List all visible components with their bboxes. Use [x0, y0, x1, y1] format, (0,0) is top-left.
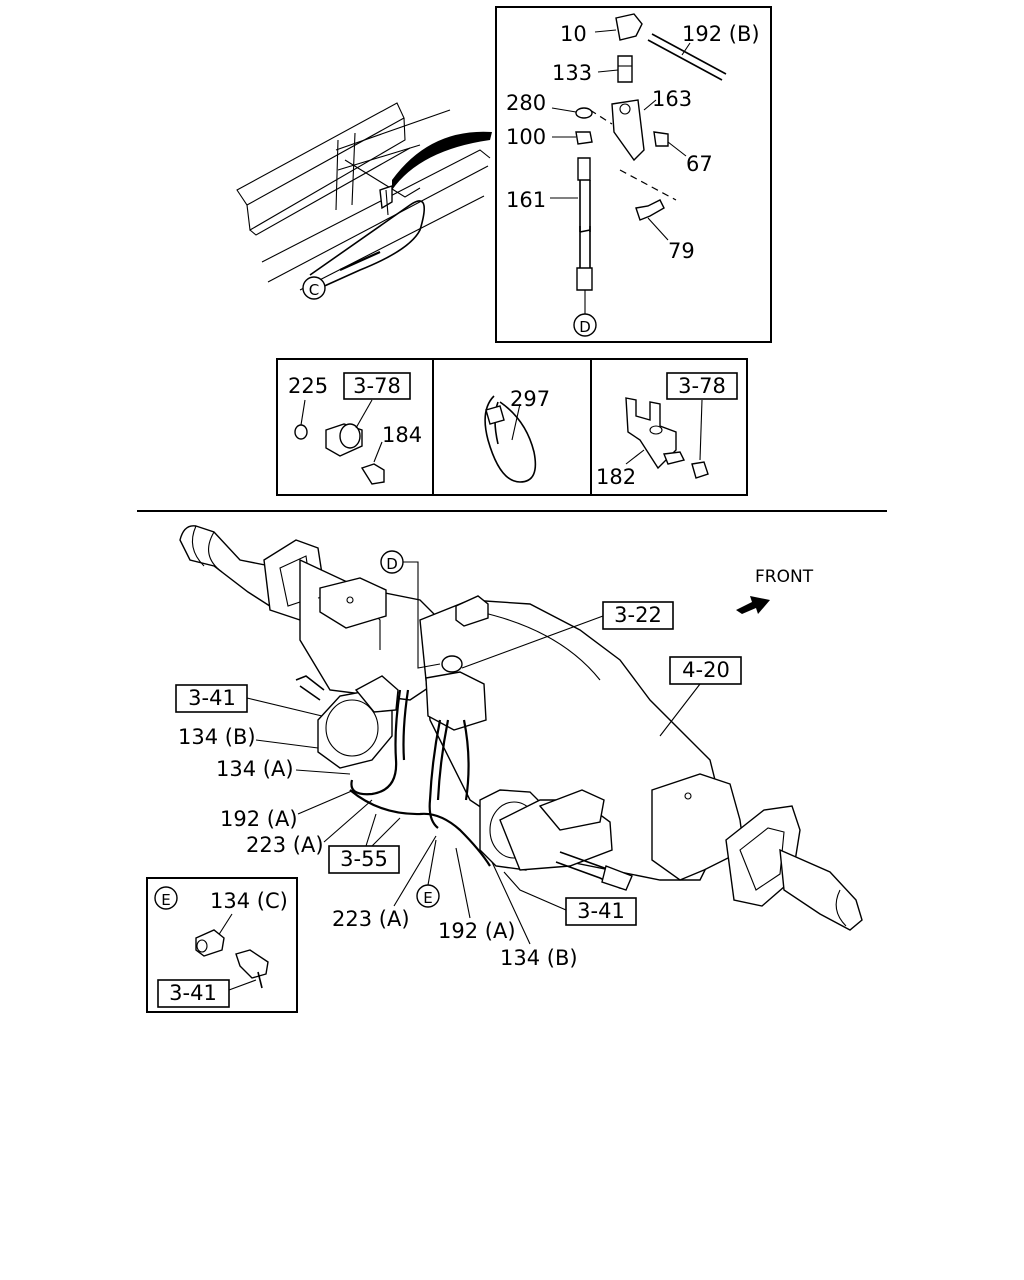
- label-79: 79: [668, 239, 695, 263]
- callout-c-circle: [302, 276, 326, 300]
- front-indicator: FRONT: [736, 567, 814, 614]
- svg-text:3-41: 3-41: [188, 686, 236, 710]
- label-161: 161: [506, 188, 546, 212]
- panel-row: 225 3-78 184 297 3-78: [276, 358, 748, 496]
- main-callout-d: D: [380, 550, 441, 669]
- label-134b-left: 134 (B): [178, 725, 256, 749]
- svg-text:3-41: 3-41: [577, 899, 625, 923]
- ref-3-41-top: 3-41: [175, 684, 323, 717]
- ref-3-78-right: 3-78: [678, 374, 726, 398]
- bracket-182: [625, 397, 677, 470]
- cable-tie-297: [484, 395, 537, 483]
- ref-3-41-bottom: 3-41: [503, 871, 637, 926]
- label-134c: 134 (C): [210, 889, 288, 913]
- label-192a-left: 192 (A): [220, 807, 298, 831]
- label-192a-bottom: 192 (A): [438, 919, 516, 943]
- svg-text:4-20: 4-20: [682, 658, 730, 682]
- callout-d-circle: [573, 313, 597, 337]
- frame-view: C: [236, 102, 492, 300]
- elbow-fitting-10: [615, 13, 643, 41]
- nut-67: [653, 131, 669, 147]
- label-134a-left: 134 (A): [216, 757, 294, 781]
- ref-3-41-e: 3-41: [169, 981, 217, 1005]
- panel-left: 225 3-78 184: [288, 372, 422, 485]
- connector-133: [617, 55, 633, 83]
- front-arrow-icon: [736, 596, 770, 614]
- fitting-134c: [195, 929, 225, 957]
- label-280: 280: [506, 91, 546, 115]
- label-192b: 192 (B): [682, 22, 760, 46]
- svg-text:3-55: 3-55: [340, 847, 388, 871]
- svg-text:3-22: 3-22: [614, 603, 662, 627]
- label-134b-bottom: 134 (B): [500, 946, 578, 970]
- washer-280: [575, 107, 593, 119]
- axle-assembly: [179, 525, 863, 931]
- bracket-163: [611, 99, 645, 162]
- tube-192b: [647, 33, 727, 81]
- nut-225: [294, 424, 308, 440]
- label-297: 297: [510, 387, 550, 411]
- ref-box-3-78-left: [343, 372, 411, 400]
- label-182: 182: [596, 465, 636, 489]
- svg-text:D: D: [386, 555, 398, 573]
- label-163: 163: [652, 87, 692, 111]
- label-100: 100: [506, 125, 546, 149]
- ref-box-3-78-right: [666, 372, 738, 400]
- svg-text:E: E: [423, 889, 432, 907]
- label-184: 184: [382, 423, 422, 447]
- panel-middle: 297: [484, 387, 550, 483]
- panel-right: 3-78 182: [596, 372, 738, 489]
- nut-right: [691, 461, 709, 479]
- fitting-e2: [235, 949, 269, 979]
- ref-4-20: 4-20: [659, 656, 742, 737]
- nut-100: [575, 131, 593, 145]
- bolt-184: [360, 463, 385, 485]
- front-label: FRONT: [755, 567, 814, 587]
- detail-box-e: E 134 (C) 3-41: [146, 877, 298, 1013]
- label-223a-left: 223 (A): [246, 833, 324, 857]
- label-10: 10: [560, 22, 587, 46]
- callout-d-letter: D: [579, 318, 591, 336]
- label-133: 133: [552, 61, 592, 85]
- label-223a-bottom: 223 (A): [332, 907, 410, 931]
- callout-c-letter: C: [309, 281, 319, 299]
- label-225: 225: [288, 374, 328, 398]
- svg-text:E: E: [161, 891, 170, 909]
- relay-valve: [425, 671, 487, 731]
- ref-3-55: 3-55: [328, 813, 401, 874]
- main-callout-e: E: [416, 839, 440, 908]
- bolt-right: [663, 451, 686, 465]
- bolt-79: [635, 199, 665, 221]
- label-67: 67: [686, 152, 713, 176]
- ref-3-22: 3-22: [461, 601, 674, 669]
- detail-box-top: 10 192 (B) 133 163 280 100 67: [495, 6, 772, 343]
- ref-3-78-left: 3-78: [353, 374, 401, 398]
